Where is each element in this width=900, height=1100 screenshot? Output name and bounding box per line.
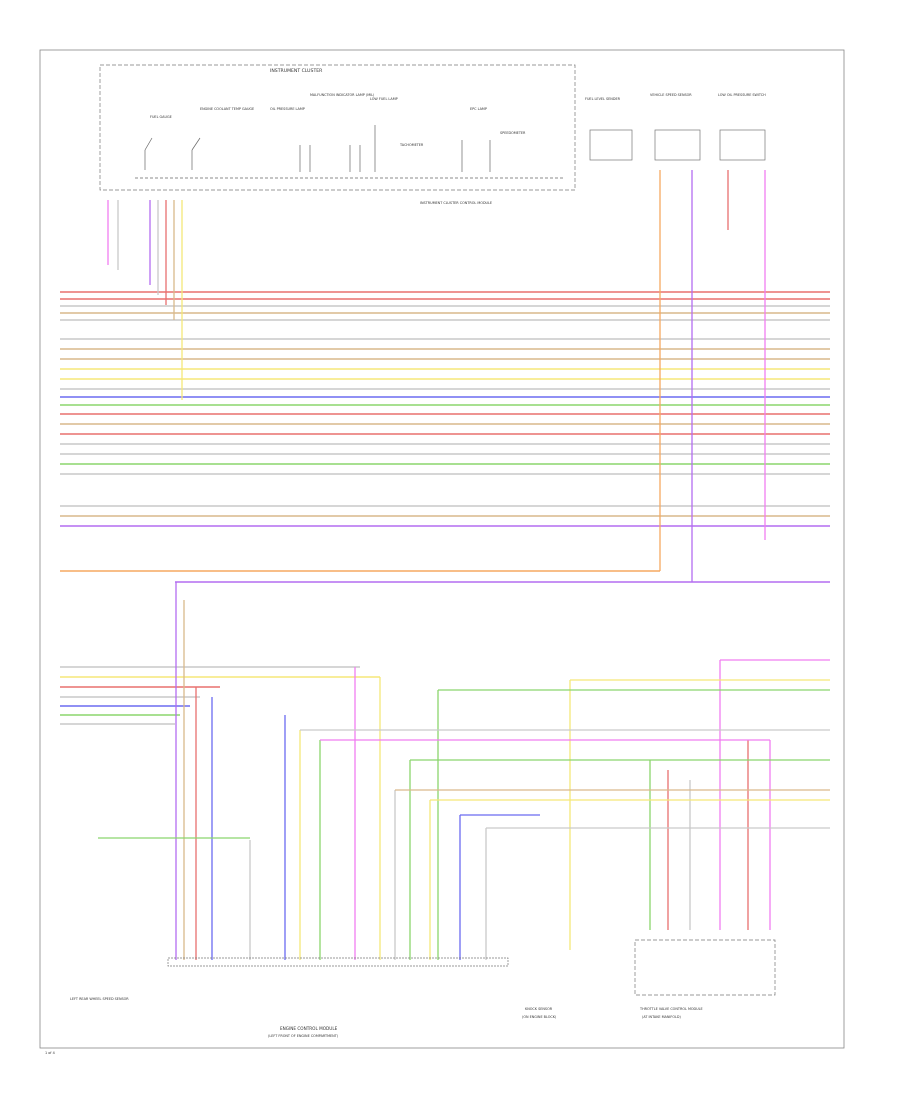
coolant-gauge-label: ENGINE COOLANT TEMP GAUGE: [200, 107, 254, 111]
fuel-level-sender-box: [589, 129, 633, 161]
speedometer-label: SPEEDOMETER: [500, 131, 526, 135]
knock-sensor-label: KNOCK SENSOR: [525, 1007, 553, 1011]
vehicle-speed-sensor-label: VEHICLE SPEED SENSOR: [650, 93, 692, 97]
oil-pressure-switch-label: LOW OIL PRESSURE SWITCH: [718, 93, 766, 97]
throttle-module-box: [634, 939, 776, 996]
fuel-gauge-label: FUEL GAUGE: [150, 115, 172, 119]
throttle-module-label: THROTTLE VALVE CONTROL MODULE: [639, 1007, 703, 1011]
left-rear-sensor-label: LEFT REAR WHEEL SPEED SENSOR: [70, 997, 129, 1001]
oil-pressure-switch-box: [719, 129, 766, 161]
instrument-cluster-title: INSTRUMENT CLUSTER: [270, 68, 323, 74]
cluster-control-module-label: INSTRUMENT CLUSTER CONTROL MODULE: [420, 201, 492, 205]
diagram-frame: [39, 49, 845, 1049]
vehicle-speed-sensor-box: [654, 129, 701, 161]
ecm-label: ENGINE CONTROL MODULE: [280, 1026, 338, 1031]
tachometer-label: TACHOMETER: [399, 143, 424, 147]
low-fuel-lamp-label: LOW FUEL LAMP: [370, 97, 398, 101]
knock-sensor-location: (ON ENGINE BLOCK): [522, 1015, 557, 1019]
oil-pressure-lamp-label: OIL PRESSURE LAMP: [270, 107, 305, 111]
ecm-connector: [167, 957, 509, 967]
mil-label: MALFUNCTION INDICATOR LAMP (MIL): [310, 93, 375, 97]
instrument-cluster-box: [99, 64, 576, 191]
cluster-switches: [135, 125, 565, 179]
page-ref: 1 of 4: [45, 1051, 55, 1055]
epc-lamp-label: EPC LAMP: [470, 107, 487, 111]
lower-harness: [98, 659, 830, 839]
harness-lines: [60, 291, 830, 725]
throttle-location: (AT INTAKE MANIFOLD): [642, 1015, 682, 1019]
ecm-location: (LEFT FRONT OF ENGINE COMPARTMENT): [268, 1034, 339, 1038]
fuel-level-sender-label: FUEL LEVEL SENDER: [585, 97, 621, 101]
vertical-wires: [107, 170, 771, 960]
